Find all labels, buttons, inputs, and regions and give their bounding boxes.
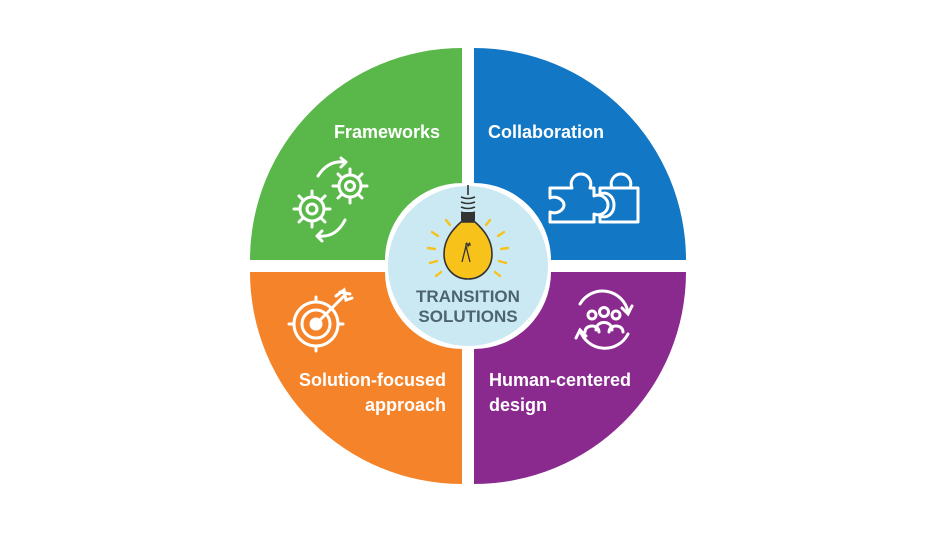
center-title-line-1: TRANSITION (416, 287, 520, 306)
people-cycle-icon (574, 289, 634, 350)
target-icon (287, 287, 354, 353)
frameworks-label: Frameworks (334, 122, 440, 142)
solution-focused-label-line-2: approach (365, 395, 446, 415)
lightbulb-icon (426, 185, 510, 280)
human-centered-label-line-1: Human-centered (489, 370, 631, 390)
quadrant-human-centered (474, 272, 686, 484)
gears-icon (292, 156, 369, 243)
puzzle-icon (548, 172, 640, 224)
quadrant-frameworks (250, 48, 462, 260)
quadrant-collaboration (474, 48, 686, 260)
center-title-line-2: SOLUTIONS (418, 307, 517, 326)
human-centered-label-line-2: design (489, 395, 547, 415)
collaboration-label: Collaboration (488, 122, 604, 142)
solution-focused-label-line-1: Solution-focused (299, 370, 446, 390)
